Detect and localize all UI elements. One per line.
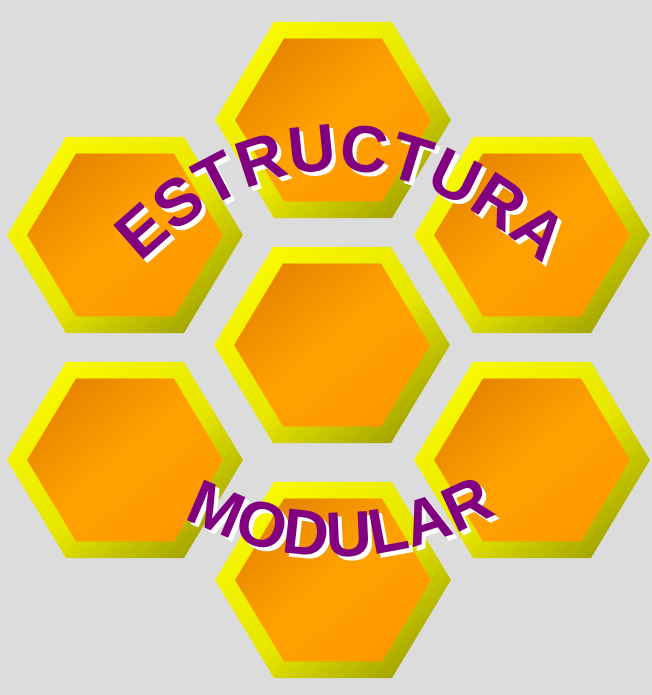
arc-title-bottom-path: MODULAR — [178, 461, 503, 571]
hexagon-center — [214, 247, 450, 443]
arc-title-bottom: MODULAR — [178, 461, 503, 571]
